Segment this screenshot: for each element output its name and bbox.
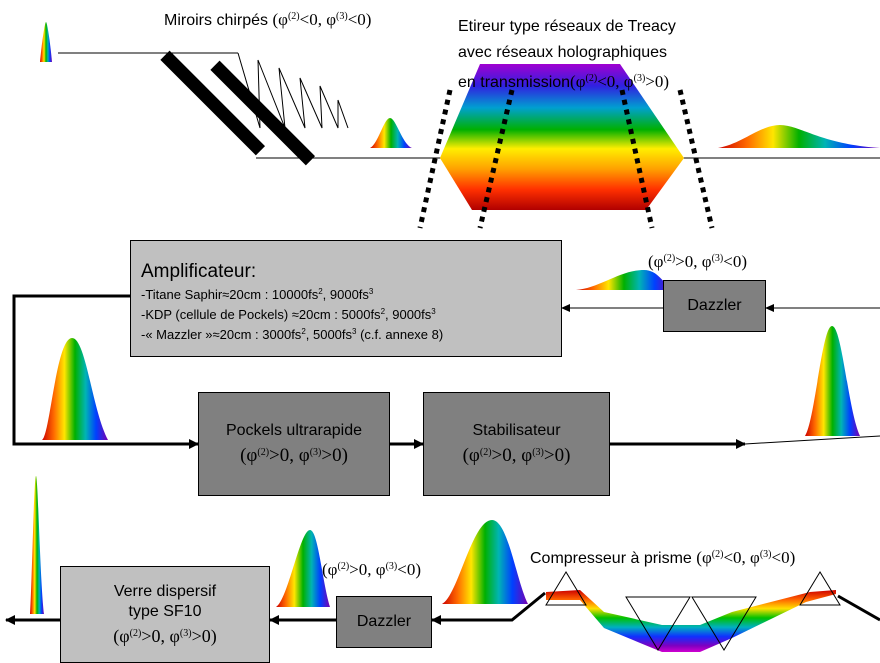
- verre-label-line2: type SF10: [128, 602, 202, 620]
- stretcher-label-line1: Etireur type réseaux de Treacy: [458, 18, 676, 35]
- pulse-compressed-output: [30, 476, 44, 614]
- pulse-after-dazzler: [276, 530, 330, 607]
- amplifier-box: Amplificateur: -Titane Saphir≈20cm : 100…: [130, 240, 562, 357]
- dazzler-box-bottom: Dazzler: [336, 596, 432, 648]
- verre-phase: (φ(2)>0, φ(3)>0): [113, 625, 217, 646]
- pulse-amplified: [42, 338, 108, 440]
- stabilisateur-box: Stabilisateur (φ(2)>0, φ(3)>0): [423, 392, 610, 496]
- beam-to-right-edge: [744, 435, 880, 445]
- dazzler-bottom-label: Dazzler: [356, 613, 412, 630]
- beam-amplifier-to-pockels: [12, 294, 199, 449]
- stabilisateur-label: Stabilisateur: [472, 421, 561, 439]
- verre-dispersif-box: Verre dispersif type SF10 (φ(2)>0, φ(3)>…: [60, 566, 270, 663]
- stretcher-label-line2: avec réseaux holographiques: [458, 44, 668, 61]
- stretcher-label: Etireur type réseaux de Treacy avec rése…: [458, 14, 676, 96]
- treacy-gratings: [417, 89, 715, 229]
- beam-into-compressor: [837, 594, 880, 622]
- pulse-after-stab: [805, 326, 860, 436]
- pulse-after-compressor: [442, 520, 528, 604]
- stabilisateur-phase: (φ(2)>0, φ(3)>0): [462, 444, 571, 466]
- dazzler-top-phase: (φ(2)>0, φ(3)<0): [648, 252, 747, 271]
- compressor-phase: (φ(2)<0, φ(3)<0): [696, 548, 796, 567]
- amplifier-title: Amplificateur:: [141, 261, 257, 282]
- verre-label-line1: Verre dispersif: [113, 582, 217, 600]
- pulse-stretched: [718, 125, 880, 148]
- dazzler-top-label: Dazzler: [687, 297, 742, 314]
- pockels-label: Pockels ultrarapide: [225, 421, 363, 439]
- pockels-box: Pockels ultrarapide (φ(2)>0, φ(3)>0): [198, 392, 390, 496]
- stretcher-phase: (φ(2)<0, φ(3)>0): [570, 72, 670, 91]
- amplifier-line-mazzler: -« Mazzler »≈20cm : 3000fs2, 5000fs3 (c.…: [141, 327, 444, 342]
- chirped-mirrors-phase: (φ(2)<0, φ(3)<0): [272, 10, 372, 29]
- dazzler-box-top: Dazzler: [663, 280, 766, 332]
- amplifier-line-ti-sapphire: -Titane Saphir≈20cm : 10000fs2, 9000fs3: [141, 287, 374, 302]
- dazzler-bottom-phase: (φ(2)>0, φ(3)<0): [322, 560, 421, 579]
- pockels-phase: (φ(2)>0, φ(3)>0): [240, 444, 348, 466]
- pulse-short-in: [40, 22, 52, 62]
- compressor-label: Compresseur à prisme (φ(2)<0, φ(3)<0): [530, 548, 796, 567]
- pulse-after-mirrors: [370, 118, 412, 148]
- prism-compressor: [545, 571, 841, 652]
- chirped-mirrors: [160, 50, 349, 166]
- amplifier-line-kdp: -KDP (cellule de Pockels) ≈20cm : 5000fs…: [141, 307, 436, 322]
- stretcher-label-line3: en transmission: [458, 74, 571, 91]
- pulse-before-amplifier: [576, 270, 672, 290]
- chirped-mirrors-label: Miroirs chirpés (φ(2)<0, φ(3)<0): [164, 10, 372, 29]
- beam-compressor-to-dazzler: [431, 591, 546, 625]
